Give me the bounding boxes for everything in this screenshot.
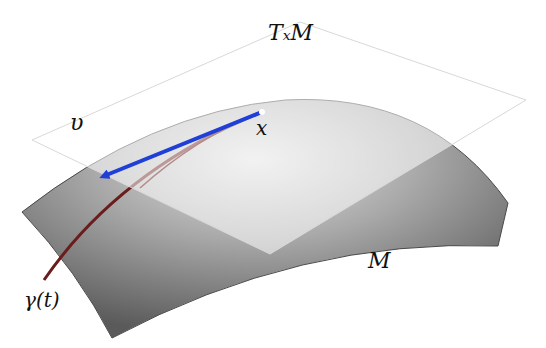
point-x	[259, 109, 265, 115]
plane-label: TₓM	[268, 22, 313, 44]
tangent-plane	[32, 22, 526, 254]
point-label: x	[256, 118, 267, 138]
vector-label: υ	[70, 112, 83, 134]
tangent-vector	[104, 112, 262, 176]
manifold-label: M	[368, 250, 391, 272]
curve-label: γ(t)	[24, 290, 60, 310]
curve-gamma-upper	[140, 112, 262, 188]
